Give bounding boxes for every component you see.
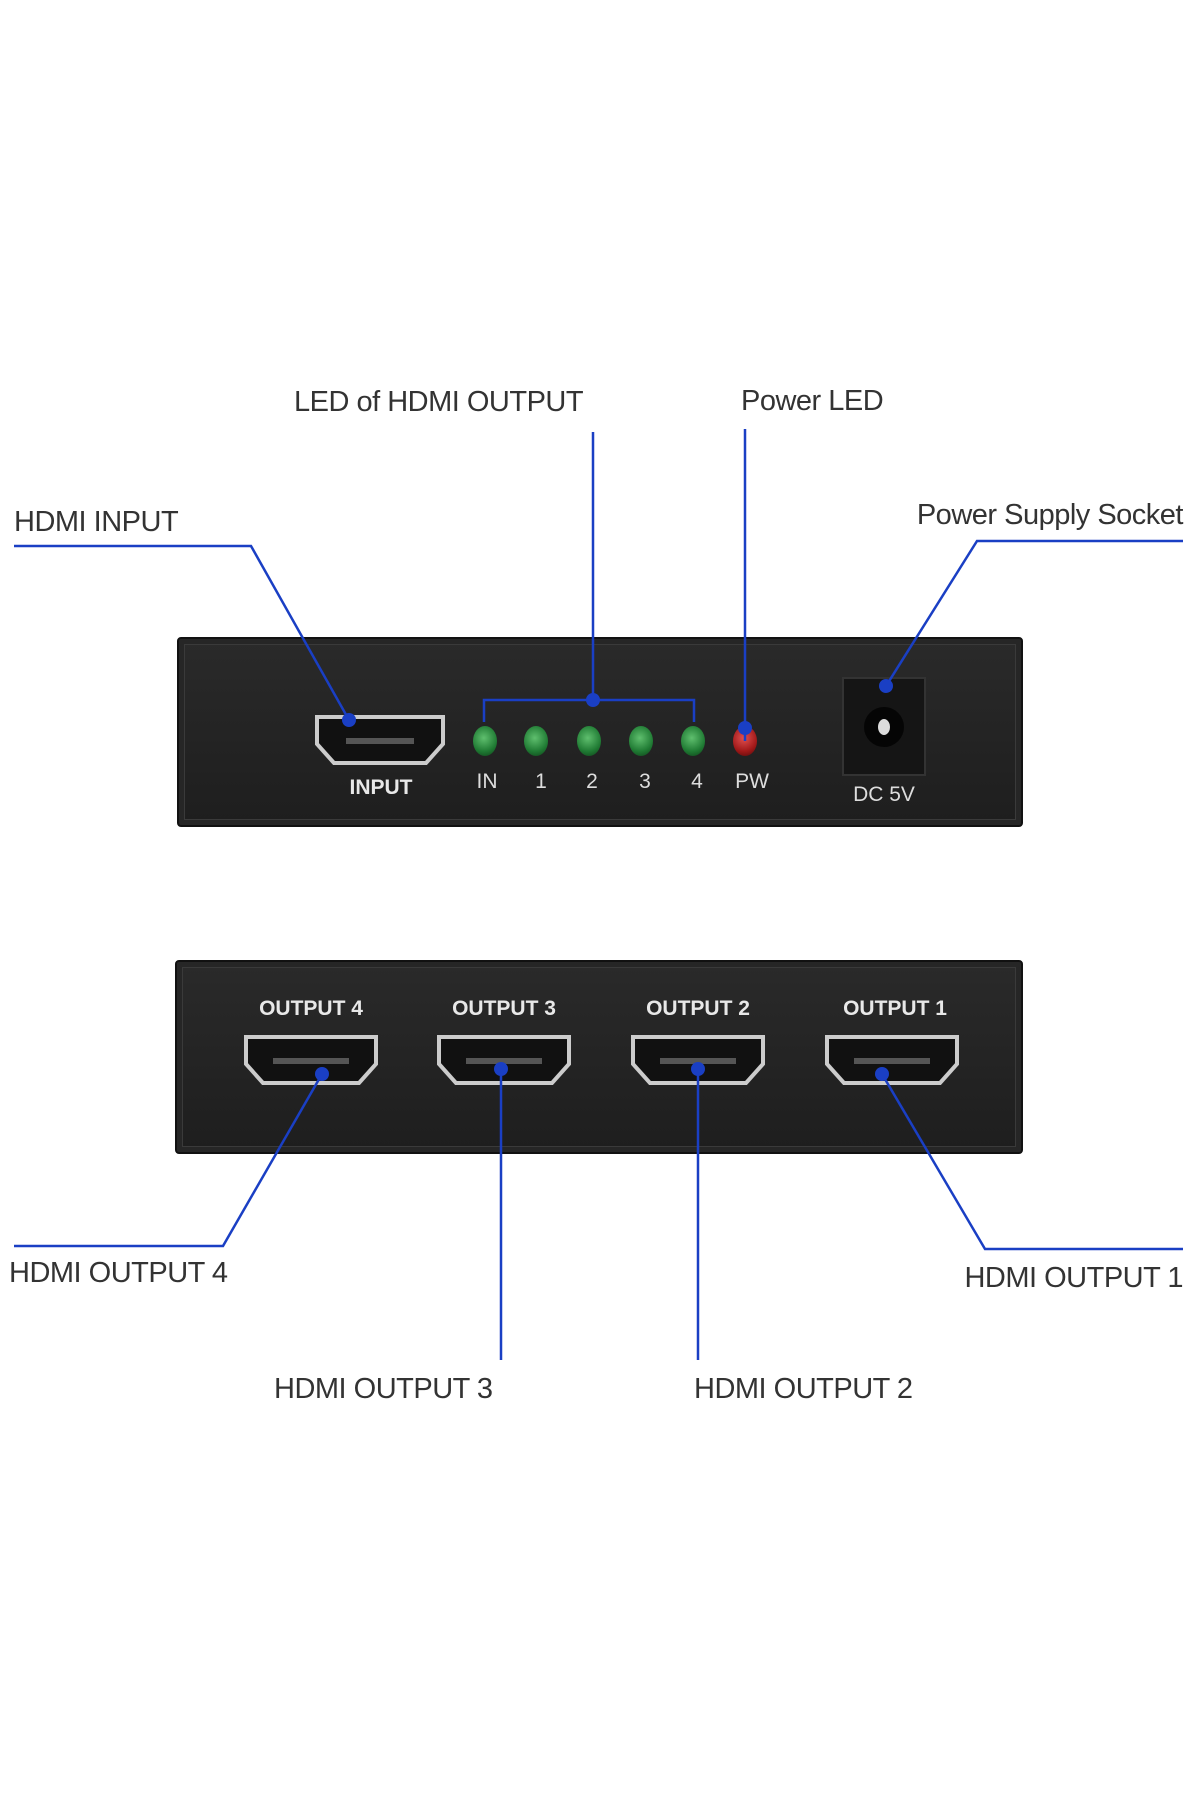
dc-power-socket	[842, 677, 926, 776]
callout-line-output-4	[14, 1073, 324, 1248]
output-4-label: OUTPUT 4	[259, 997, 363, 1020]
led-label: PW	[735, 770, 769, 793]
callout-dot	[586, 693, 600, 707]
callout-hdmi-input: HDMI INPUT	[14, 506, 179, 538]
output-3-label: OUTPUT 3	[452, 997, 556, 1020]
callout-dot	[315, 1067, 329, 1081]
callout-dot	[875, 1067, 889, 1081]
callout-dot	[879, 679, 893, 693]
led-3	[629, 726, 653, 756]
hdmi-input-port	[315, 715, 445, 765]
led-1	[524, 726, 548, 756]
hdmi-output-2-port	[631, 1035, 765, 1085]
hdmi-output-3-port	[437, 1035, 571, 1085]
callout-hdmi-output-3: HDMI OUTPUT 3	[274, 1373, 493, 1405]
callout-line-output-1	[880, 1073, 1183, 1251]
callout-dot	[494, 1062, 508, 1076]
callout-hdmi-output-4: HDMI OUTPUT 4	[9, 1257, 228, 1289]
callout-power-led: Power LED	[741, 385, 884, 417]
led-label: IN	[476, 770, 498, 793]
callout-line-power-socket	[884, 539, 1183, 687]
callout-dot	[738, 721, 752, 735]
led-2	[577, 726, 601, 756]
led-in	[473, 726, 497, 756]
callout-power-socket: Power Supply Socket	[916, 499, 1184, 531]
output-1-label: OUTPUT 1	[843, 997, 947, 1020]
callout-hdmi-output-1: HDMI OUTPUT 1	[964, 1262, 1183, 1294]
led-label: 2	[586, 770, 598, 793]
input-port-label: INPUT	[349, 776, 413, 799]
led-label: 4	[691, 770, 703, 793]
output-2-label: OUTPUT 2	[646, 997, 750, 1020]
callout-hdmi-output-2: HDMI OUTPUT 2	[694, 1373, 913, 1405]
led-label: 3	[639, 770, 651, 793]
hdmi-output-4-port	[244, 1035, 378, 1085]
led-4	[681, 726, 705, 756]
callout-dot	[342, 713, 356, 727]
callout-line-input	[14, 544, 351, 721]
dc-label: DC 5V	[853, 783, 915, 806]
led-label: 1	[535, 770, 547, 793]
callout-led-output: LED of HDMI OUTPUT	[294, 386, 584, 418]
callout-dot	[691, 1062, 705, 1076]
hdmi-output-1-port	[825, 1035, 959, 1085]
